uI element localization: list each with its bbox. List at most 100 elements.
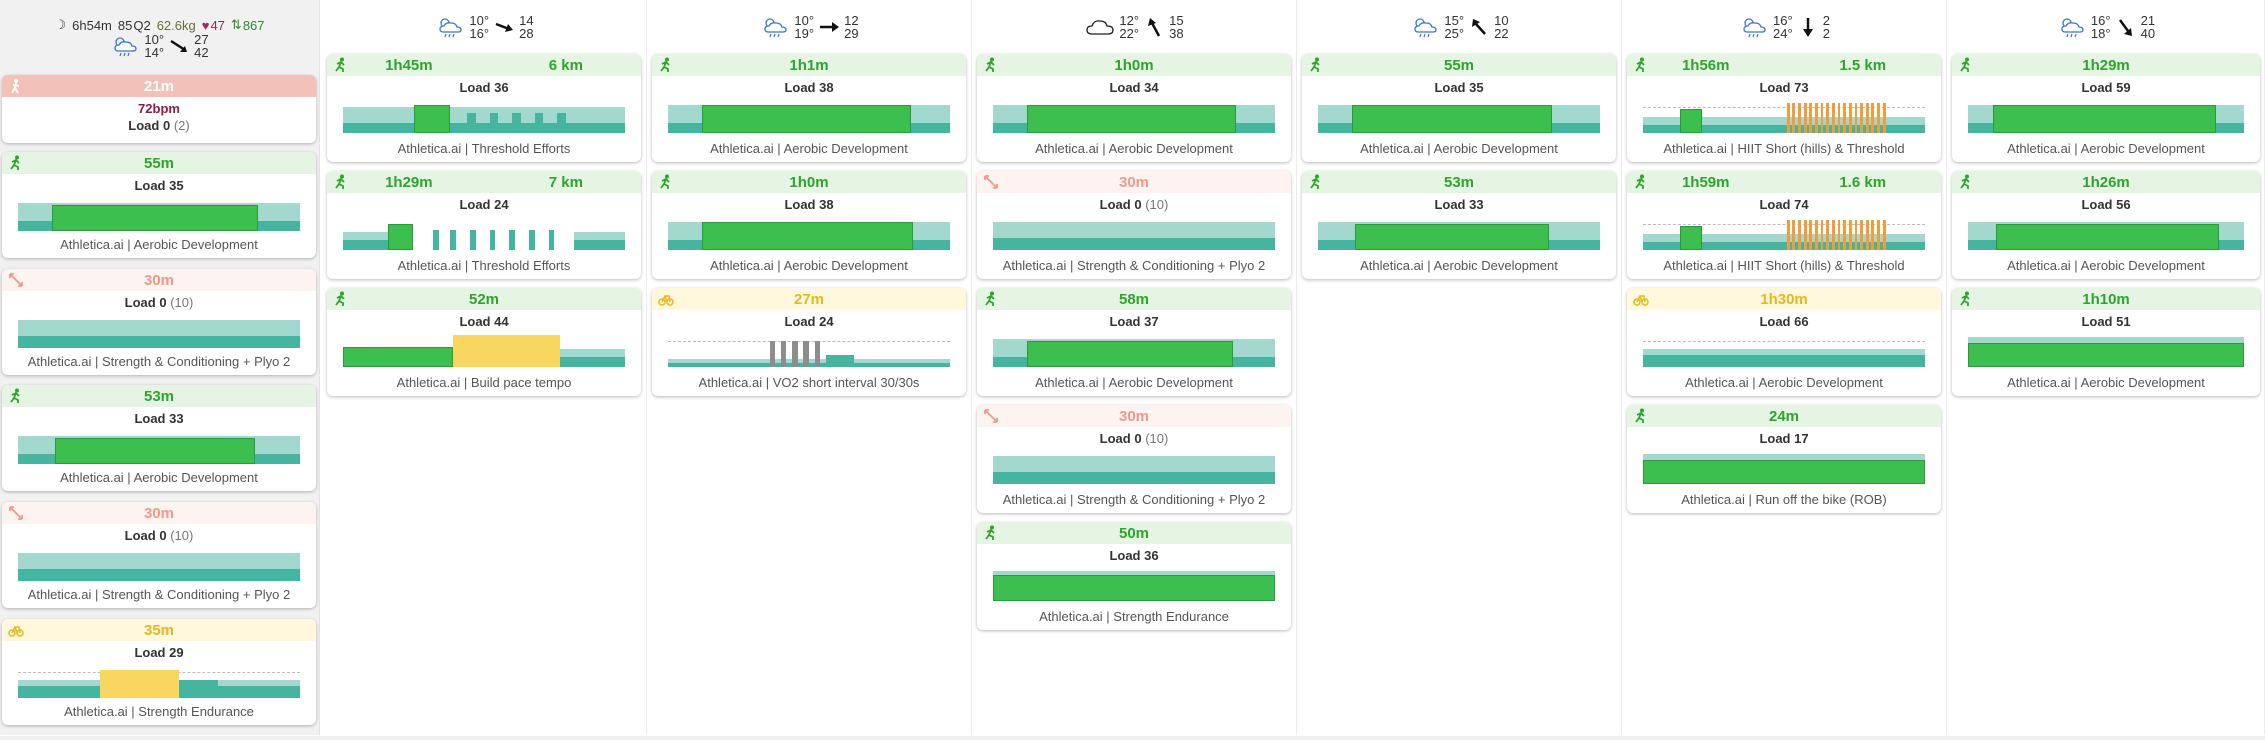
workout-card[interactable]: 30m Load 0 (10) Athletica.ai | Strength … — [977, 405, 1291, 513]
temp-lo: 14° — [144, 45, 165, 60]
workout-graph — [343, 335, 625, 367]
workout-load-extra: (10) — [1145, 431, 1169, 446]
moon-icon: ☽ — [54, 17, 67, 32]
workout-load-extra: (10) — [170, 295, 194, 310]
workout-load: Load 51 — [2081, 314, 2131, 329]
workout-card[interactable]: 52m Load 44 Athletica.ai | Build pace te… — [327, 288, 641, 396]
cloud-icon — [1086, 20, 1115, 35]
workout-card[interactable]: 30m Load 0 (10) Athletica.ai | Strength … — [2, 269, 316, 375]
workout-distance: 6 km — [548, 56, 583, 74]
wind-arrow-icon — [1802, 18, 1813, 37]
workout-graph — [343, 101, 625, 133]
wind-arrow-icon — [1472, 19, 1487, 35]
workout-duration: 30m — [143, 271, 175, 289]
workout-card[interactable]: 35m Load 29 Athletica.ai | Strength Endu… — [2, 619, 316, 725]
workout-load: Load 24 — [459, 197, 509, 212]
workout-load-extra: (10) — [170, 528, 194, 543]
workout-duration: 35m — [143, 621, 175, 639]
temp-a: 10° — [794, 13, 815, 28]
workout-name: Athletica.ai | HIIT Short (hills) & Thre… — [1663, 141, 1905, 156]
strength-icon — [984, 409, 998, 423]
temp-a: 16° — [2090, 13, 2111, 28]
workout-card[interactable]: 1h26m Load 56 Athletica.ai | Aerobic Dev… — [1952, 171, 2260, 279]
workout-card[interactable]: 30m Load 0 (10) Athletica.ai | Strength … — [2, 502, 316, 608]
workout-load: Load 0 — [124, 295, 167, 310]
workout-card[interactable]: 53m Load 33 Athletica.ai | Aerobic Devel… — [1302, 171, 1616, 279]
wind-arrow-icon — [170, 39, 188, 52]
hrv-value: 47 — [210, 17, 225, 33]
workout-name: Athletica.ai | HIIT Short (hills) & Thre… — [1663, 258, 1905, 273]
strength-icon — [9, 506, 23, 520]
walk-icon — [11, 79, 20, 94]
workout-name: Athletica.ai | Strength & Conditioning +… — [1002, 258, 1266, 273]
run-icon — [985, 291, 995, 306]
temp-b: 24° — [1773, 26, 1793, 41]
workout-duration: 30m — [1118, 407, 1150, 425]
workout-card[interactable]: 1h30m Load 66 Athletica.ai | Aerobic Dev… — [1627, 288, 1941, 396]
workout-load: Load 33 — [134, 411, 184, 426]
run-icon — [335, 174, 345, 189]
workout-distance: 1.5 km — [1839, 56, 1887, 74]
workout-load: Load 33 — [1434, 197, 1484, 212]
workout-load: Load 0 — [1099, 431, 1142, 446]
workout-name: Athletica.ai | Build pace tempo — [396, 375, 572, 390]
workout-graph — [343, 218, 625, 250]
workout-load: Load 0 — [128, 118, 171, 133]
temp-a: 12° — [1119, 13, 1140, 28]
temp-b: 19° — [794, 26, 815, 41]
wind-gust: 2 — [1822, 26, 1830, 41]
steps-icon: ⇅ — [230, 17, 242, 32]
workout-card[interactable]: 27m Load 24 Athletica.ai | VO2 short int… — [652, 288, 966, 396]
weight: 62.6kg — [156, 17, 196, 33]
workout-name: Athletica.ai | Run off the bike (ROB) — [1681, 492, 1887, 507]
workout-card[interactable]: 30m Load 0 (10) Athletica.ai | Strength … — [977, 171, 1291, 279]
sun-cloud-rain-icon — [764, 18, 788, 38]
workout-graph — [1318, 218, 1600, 250]
wind-gust: 22 — [1494, 26, 1509, 41]
workout-card[interactable]: 24m Load 17 Athletica.ai | Run off the b… — [1627, 405, 1941, 513]
workout-card[interactable]: 1h1m Load 38 Athletica.ai | Aerobic Deve… — [652, 54, 966, 162]
wind-speed: 14 — [519, 13, 534, 28]
workout-load: Load 35 — [1434, 80, 1484, 95]
workout-duration: 55m — [143, 154, 175, 172]
workout-name: Athletica.ai | Aerobic Development — [2007, 258, 2205, 273]
wind-gust: 40 — [2140, 26, 2156, 41]
workout-duration: 21m — [143, 77, 175, 95]
workout-card[interactable]: 55m Load 35 Athletica.ai | Aerobic Devel… — [2, 152, 316, 258]
wind-speed: 10 — [1494, 13, 1509, 28]
workout-card[interactable]: 21m 72bpm Load 0 (2) — [2, 75, 316, 143]
workout-name: Athletica.ai | Aerobic Development — [60, 237, 258, 252]
workout-duration: 53m — [143, 387, 175, 405]
workout-graph — [18, 549, 300, 581]
run-icon — [1310, 57, 1320, 72]
wind-arrow-icon — [1148, 18, 1161, 37]
workout-card[interactable]: 50m Load 36 Athletica.ai | Strength Endu… — [977, 522, 1291, 630]
workout-card[interactable]: 1h0m Load 38 Athletica.ai | Aerobic Deve… — [652, 171, 966, 279]
workout-load-extra: (2) — [173, 118, 190, 133]
workout-name: Athletica.ai | Strength & Conditioning +… — [27, 587, 291, 602]
workout-card[interactable]: 58m Load 37 Athletica.ai | Aerobic Devel… — [977, 288, 1291, 396]
workout-name: Athletica.ai | Strength & Conditioning +… — [27, 354, 291, 369]
workout-duration: 30m — [143, 504, 175, 522]
bike-icon — [658, 295, 674, 306]
temp-b: 16° — [469, 26, 490, 41]
workout-card[interactable]: 1h0m Load 34 Athletica.ai | Aerobic Deve… — [977, 54, 1291, 162]
workout-graph — [1643, 218, 1925, 250]
temp-a: 15° — [1444, 13, 1465, 28]
sun-cloud-rain-icon — [439, 18, 463, 38]
workout-card[interactable]: 1h29m Load 59 Athletica.ai | Aerobic Dev… — [1952, 54, 2260, 162]
workout-card[interactable]: 55m Load 35 Athletica.ai | Aerobic Devel… — [1302, 54, 1616, 162]
workout-name: Athletica.ai | Aerobic Development — [2007, 375, 2205, 390]
workout-name: Athletica.ai | Aerobic Development — [1685, 375, 1883, 390]
workout-card[interactable]: 1h10m Load 51 Athletica.ai | Aerobic Dev… — [1952, 288, 2260, 396]
workout-graph — [1643, 335, 1925, 367]
workout-card[interactable]: 53m Load 33 Athletica.ai | Aerobic Devel… — [2, 385, 316, 491]
